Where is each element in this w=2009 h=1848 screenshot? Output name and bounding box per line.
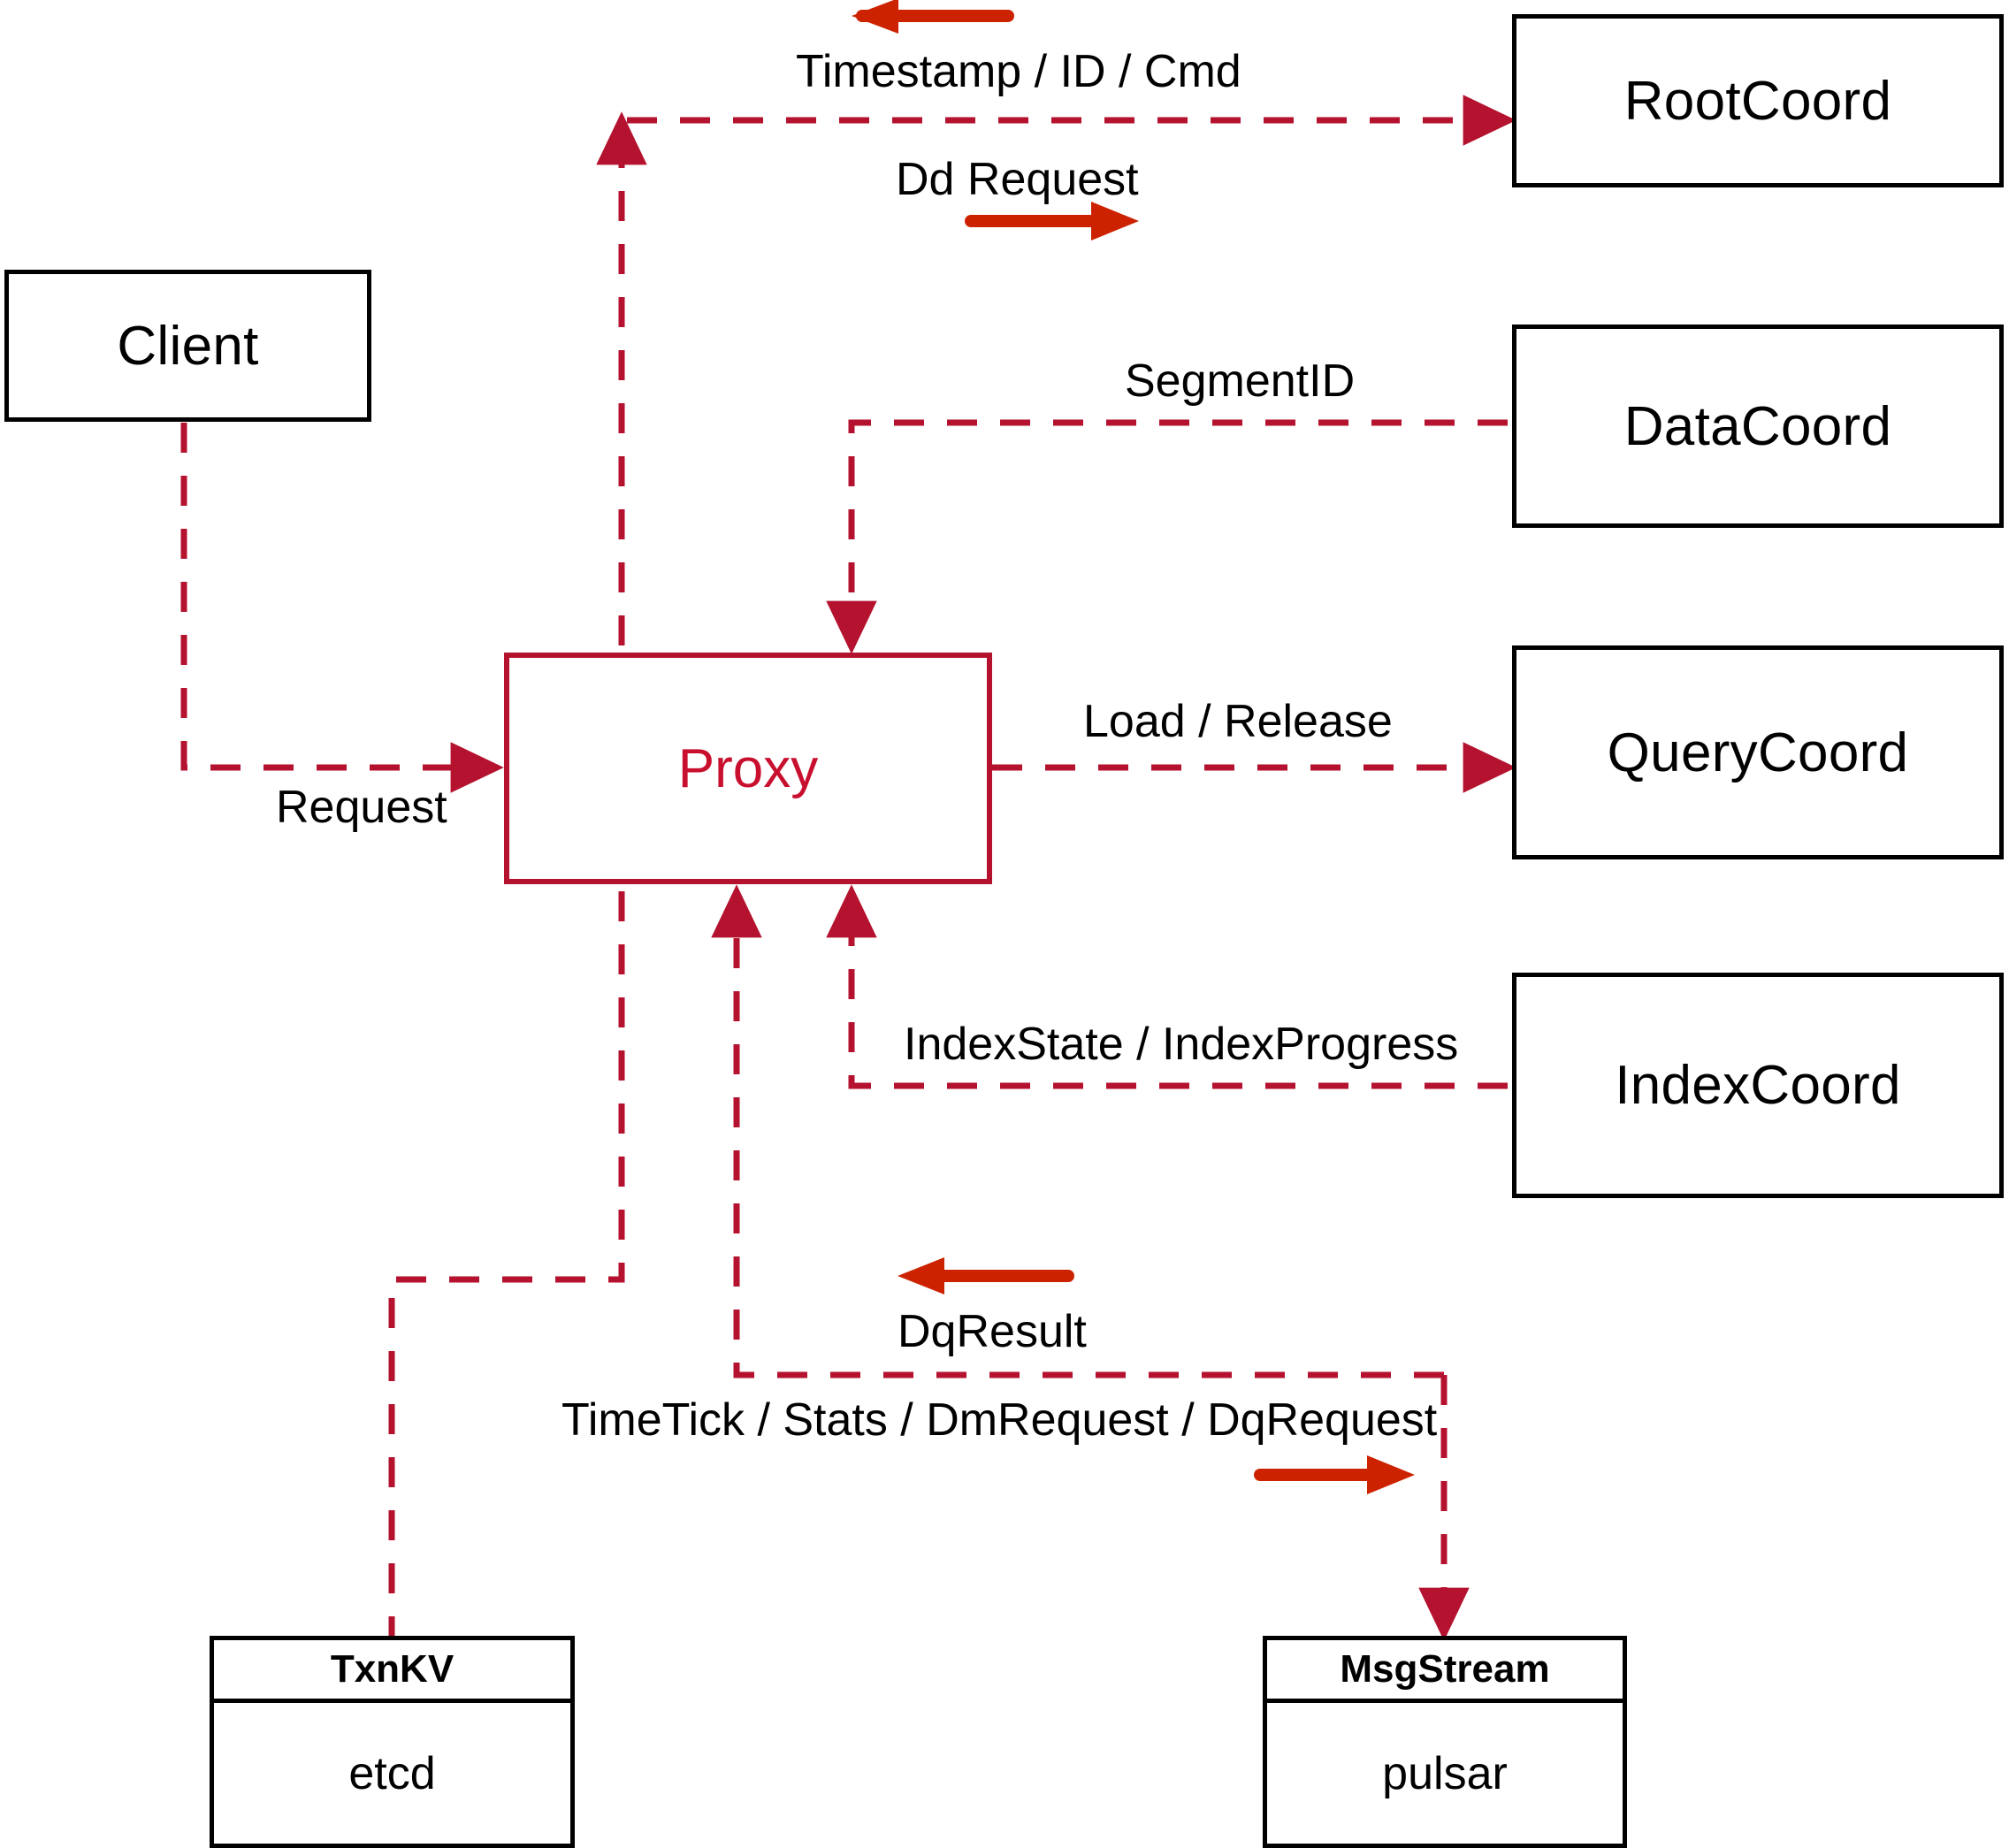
- node-proxy-label: Proxy: [677, 737, 819, 799]
- edge-label-timestamp-id-cmd: Timestamp / ID / Cmd: [796, 46, 1241, 97]
- edge-label-load-release: Load / Release: [1083, 696, 1393, 747]
- node-data-coord-label: DataCoord: [1623, 395, 1892, 457]
- node-data-coord[interactable]: DataCoord: [1512, 325, 2004, 528]
- edge-label-index-state-progress: IndexState / IndexProgress: [904, 1019, 1459, 1070]
- node-root-coord-label: RootCoord: [1623, 70, 1892, 132]
- edge-label-request: Request: [276, 782, 447, 833]
- edge-label-dd-request: Dd Request: [896, 154, 1139, 205]
- node-msgstream-title: MsgStream: [1267, 1640, 1623, 1703]
- direction-arrow-dq-result-left: [898, 1257, 1074, 1294]
- node-txnkv-impl: etcd: [348, 1747, 436, 1799]
- direction-arrow-dq-request-right: [1254, 1455, 1415, 1494]
- node-root-coord[interactable]: RootCoord: [1512, 14, 2004, 187]
- node-client-label: Client: [117, 315, 259, 377]
- edge-request: [180, 423, 504, 793]
- edge-label-segment-id: SegmentID: [1125, 355, 1356, 407]
- node-query-coord[interactable]: QueryCoord: [1512, 645, 2004, 859]
- direction-arrow-dd-request-right: [965, 202, 1139, 241]
- direction-arrow-timestamp-left: [852, 0, 1014, 34]
- node-index-coord[interactable]: IndexCoord: [1512, 973, 2004, 1198]
- node-txnkv[interactable]: TxnKV etcd: [210, 1636, 575, 1848]
- node-txnkv-title: TxnKV: [214, 1640, 570, 1703]
- node-query-coord-label: QueryCoord: [1607, 722, 1909, 783]
- edge-label-dq-result: DqResult: [898, 1306, 1087, 1357]
- edge-label-timetick-stats-dm-dq: TimeTick / Stats / DmRequest / DqRequest: [561, 1394, 1438, 1446]
- edge-segment-id: [826, 419, 1508, 654]
- node-index-coord-label: IndexCoord: [1615, 1055, 1901, 1116]
- edge-dq-result: [711, 884, 1444, 1378]
- node-client[interactable]: Client: [4, 270, 371, 422]
- node-proxy[interactable]: Proxy: [504, 653, 992, 884]
- node-msgstream[interactable]: MsgStream pulsar: [1263, 1636, 1627, 1848]
- edge-proxy-txnkv: [388, 891, 625, 1636]
- node-msgstream-impl: pulsar: [1382, 1747, 1508, 1799]
